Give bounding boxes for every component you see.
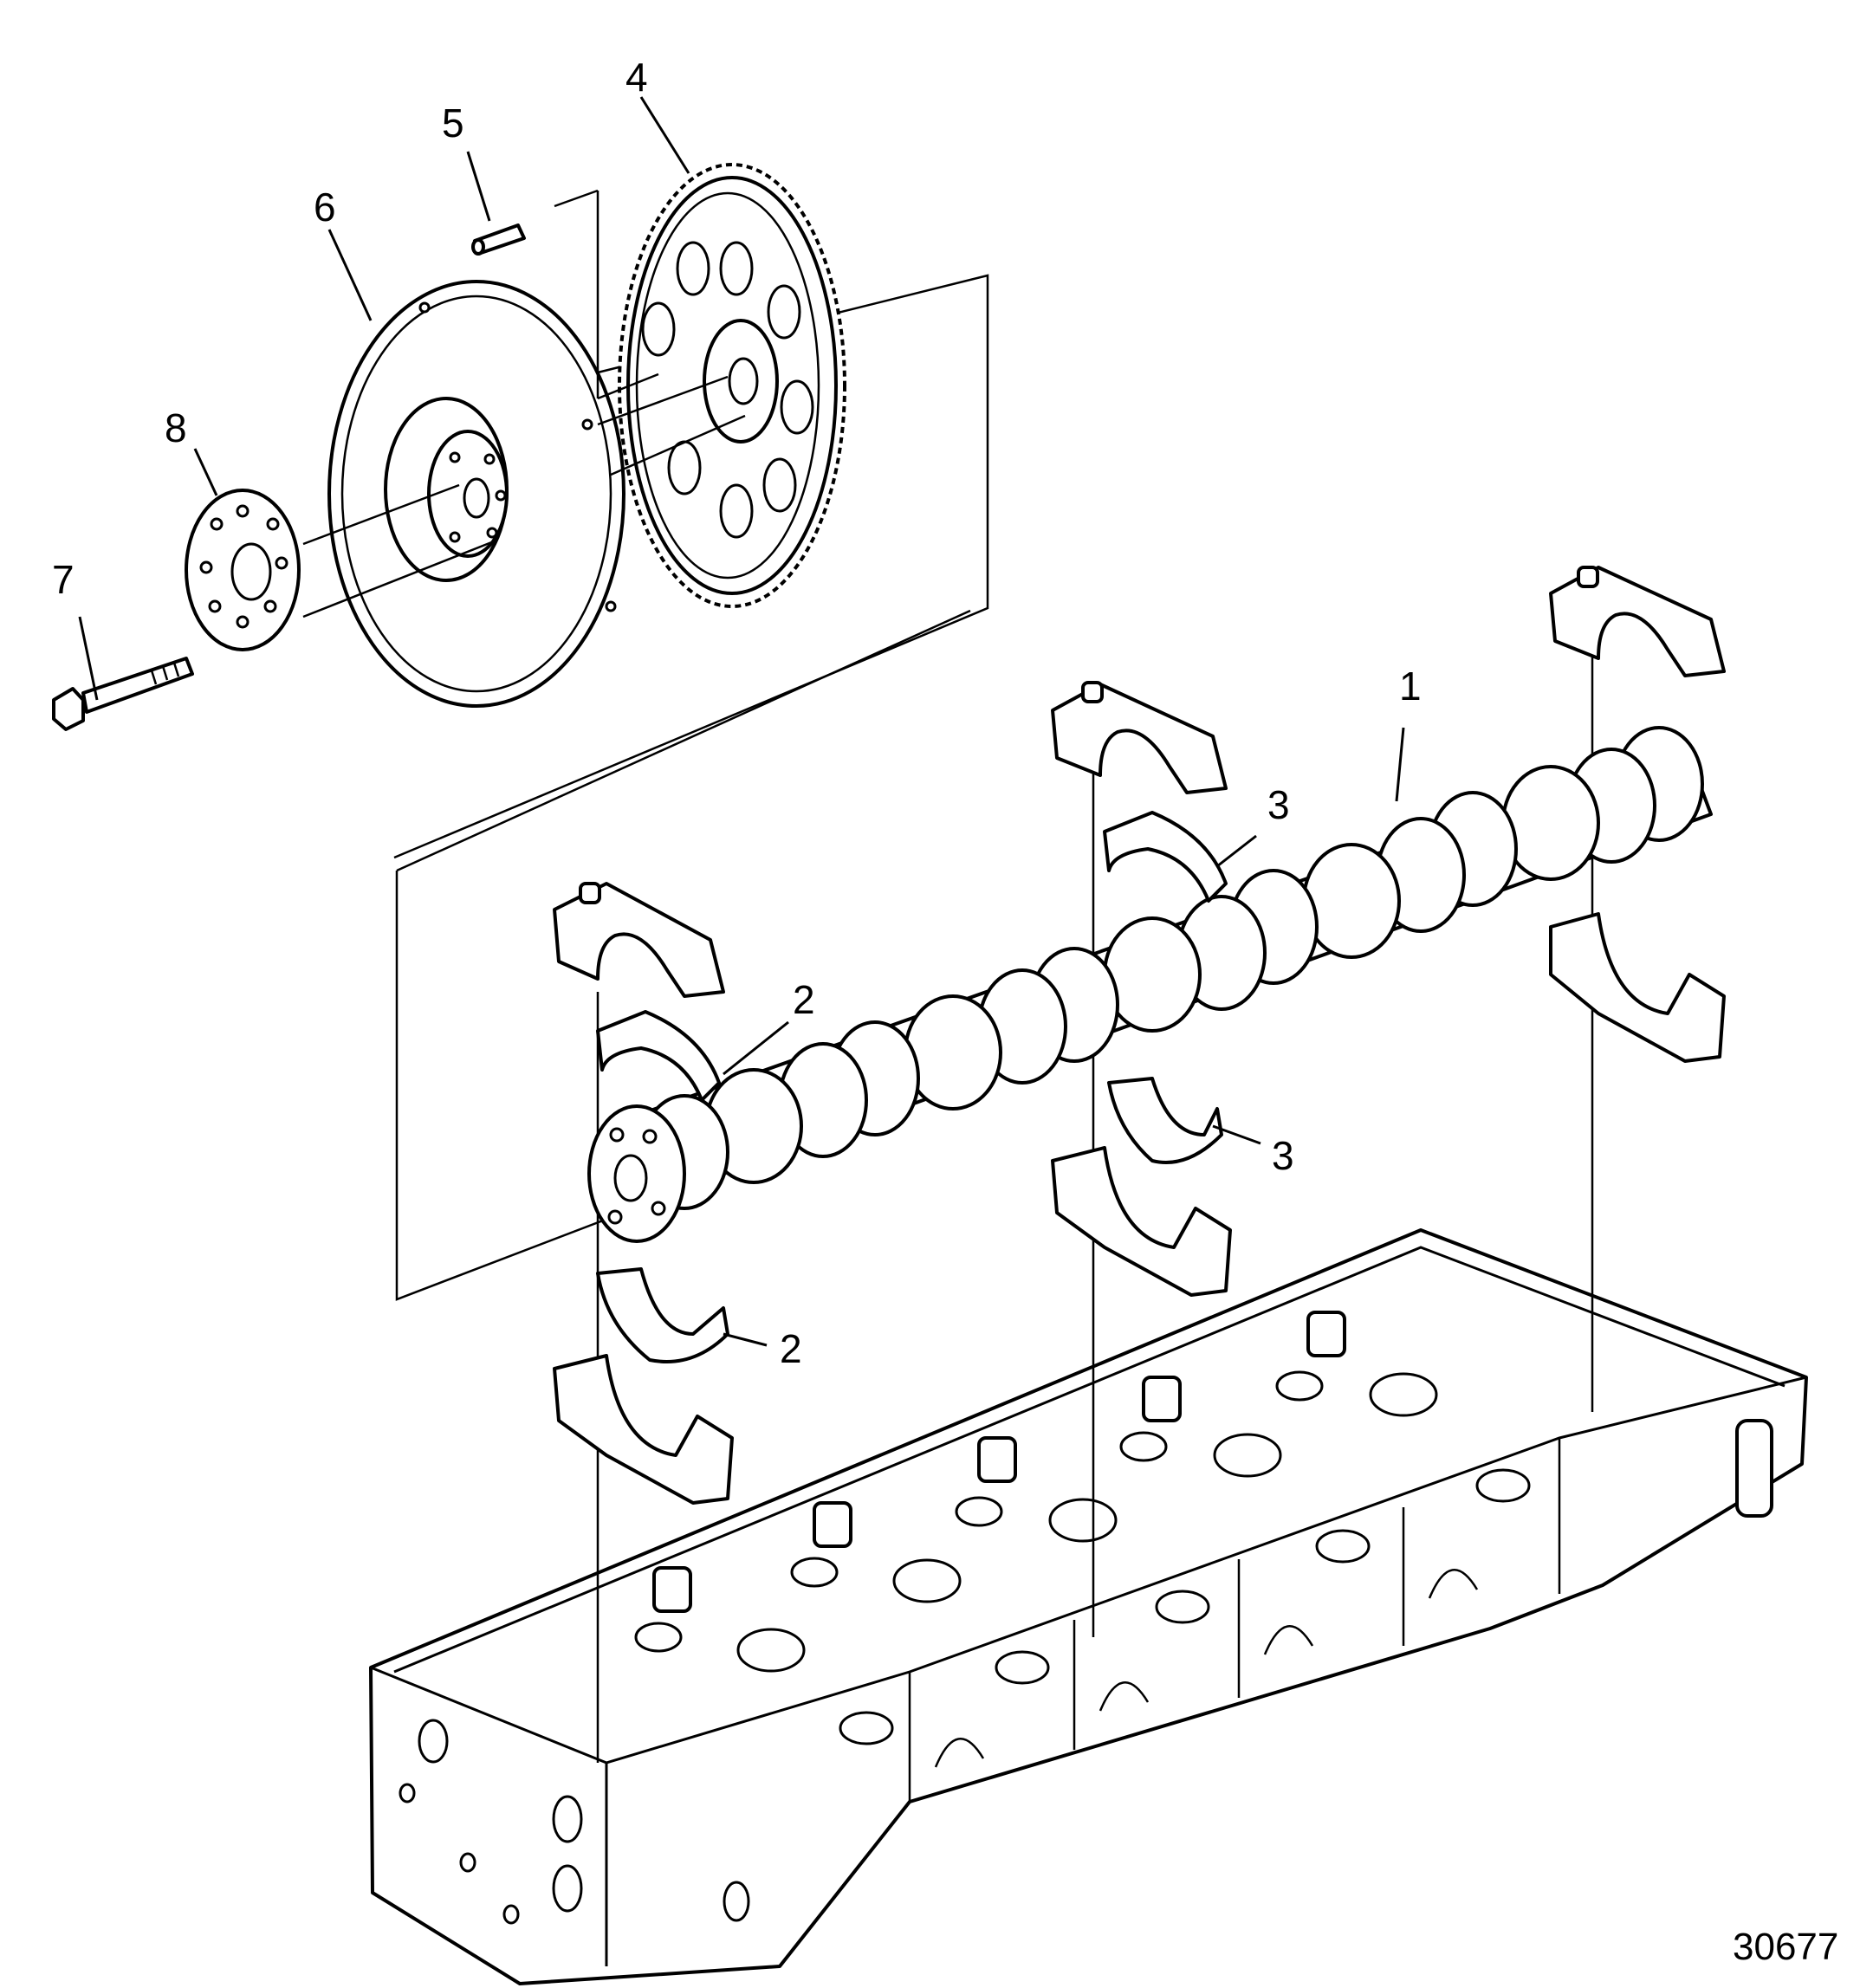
bolt — [52, 657, 194, 731]
camshaft-gear — [618, 163, 846, 608]
callout-6: 6 — [314, 185, 336, 230]
callout-3-upper: 3 — [1267, 782, 1290, 827]
bearing-cap-upper-middle — [1051, 681, 1228, 794]
bearing-shell-lower-left — [596, 1267, 729, 1363]
flywheel — [327, 280, 625, 708]
callout-7: 7 — [52, 557, 75, 602]
callout-3-lower: 3 — [1272, 1133, 1294, 1178]
camshaft — [587, 726, 1713, 1243]
callout-5: 5 — [442, 100, 464, 146]
bearing-cap-upper-right — [1549, 566, 1726, 677]
callout-labels: 4 5 6 8 7 1 3 2 3 2 — [52, 55, 1422, 1371]
cylinder-head — [369, 1228, 1808, 1985]
bearing-cap-lower-middle — [1051, 1146, 1232, 1297]
bearing-shell-upper-middle — [1103, 811, 1228, 903]
flex-plate — [185, 489, 301, 651]
bearing-cap-lower-left — [553, 1354, 734, 1505]
leader-lines — [78, 96, 1405, 1347]
figure-number: 30677 — [1733, 1926, 1838, 1968]
callout-1: 1 — [1399, 664, 1422, 709]
dowel-pin — [471, 223, 526, 256]
bearing-cap-upper-left — [553, 882, 725, 998]
callout-8: 8 — [165, 405, 187, 450]
callout-2-lower: 2 — [780, 1326, 802, 1371]
callout-4: 4 — [625, 55, 648, 100]
callout-2-upper: 2 — [793, 977, 815, 1022]
bearing-cap-lower-right — [1549, 912, 1726, 1063]
bearing-shell-lower-middle — [1107, 1077, 1223, 1164]
bearing-shell-upper-left — [596, 1010, 721, 1102]
